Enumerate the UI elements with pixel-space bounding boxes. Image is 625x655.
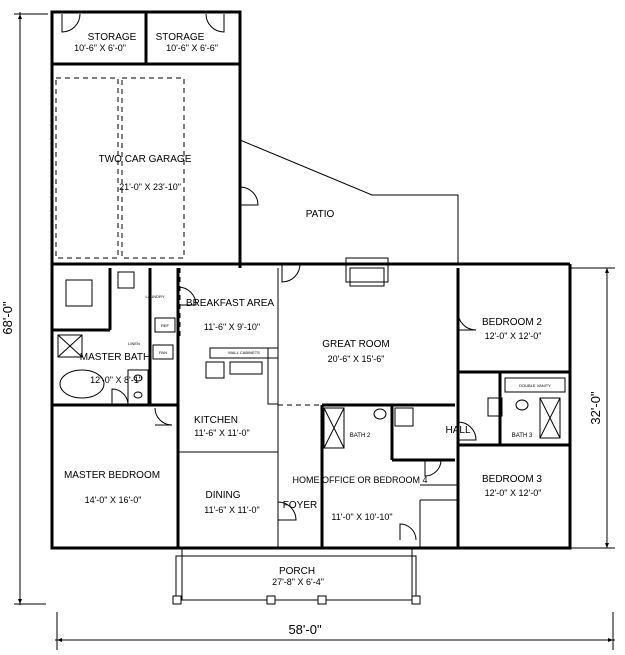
refrigerator-label: REF [161,323,170,328]
porch-name: PORCH [279,566,315,577]
kitchen-dim: 11'-6" X 11'-0" [194,428,250,438]
master-bath-fixtures [57,334,149,405]
bath-2-fixtures [323,407,414,449]
breakfast-dim: 11'-6" X 9'-10" [204,322,260,332]
storage-1-name: STORAGE [88,32,137,43]
storage-2-dim: 10'-6" X 6'-6" [166,43,218,53]
bath-3-name: BATH 3 [512,433,533,439]
door-swings [61,13,477,541]
wall-cabinets-label: WALL CABINETS [228,350,260,355]
double-vanity-label: DOUBLE VANITY [519,383,551,388]
home-office-dim: 11'-0" X 10'-10" [331,512,392,522]
patio-outline [239,139,459,264]
master-bedroom-dim: 14'-0" X 16'-0" [85,495,142,505]
foyer-name: FOYER [283,500,317,511]
storage-2-name: STORAGE [156,32,205,43]
refrigerator [154,317,176,333]
pantry-label: PAN [159,350,167,355]
bath-3-fixtures [487,377,566,439]
dashed-openings [55,77,322,406]
bedroom-3-dim: 12'-0" X 12'-0" [485,488,542,498]
great-room-name: GREAT ROOM [322,339,389,350]
great-room-dim: 20'-6" X 15'-6" [328,354,385,364]
kitchen-counters [205,347,279,405]
home-office-name: HOME OFFICE OR BEDROOM 4 [292,475,427,485]
patio-name: PATIO [306,209,335,220]
garage-dim: 21'-0" X 23'-10" [119,182,181,192]
washer [65,279,93,307]
exterior-walls [50,10,572,550]
bedroom-3-name: BEDROOM 3 [482,474,542,485]
breakfast-name: BREAKFAST AREA [186,298,275,309]
bedroom-2-dim: 12'-0" X 12'-0" [485,331,542,341]
overall-height-dimension: 68'-0" [0,301,15,335]
room-labels: STORAGE 10'-6" X 6'-0" STORAGE 10'-6" X … [64,32,543,587]
bedroom-2-name: BEDROOM 2 [482,317,542,328]
overall-width-dimension: 58'-0" [288,622,322,637]
linen-label: LINEN [128,341,140,346]
laundry-label: LAUNDRY [145,294,164,299]
dimension-lines [14,12,615,650]
pantry [152,344,174,360]
master-bath-dim: 12'-0" X 8'-1" [90,375,142,385]
house-depth-dimension: 32'-0" [588,391,603,425]
porch-columns [172,595,421,605]
dining-name: DINING [206,490,241,501]
dryer [117,271,135,289]
master-bedroom-name: MASTER BEDROOM [64,470,160,481]
dining-dim: 11'-6" X 11'-0" [204,505,260,515]
master-bath-name: MASTER BATH [80,352,150,363]
storage-1-dim: 10'-6" X 6'-0" [74,43,126,53]
kitchen-name: KITCHEN [194,415,238,426]
porch-dim: 27'-8" X 6'-4" [272,577,324,587]
hall-name: HALL [445,425,470,436]
fireplace-hearth [345,257,389,283]
garage-name: TWO CAR GARAGE [99,154,192,165]
porch-outline [175,555,417,601]
bath-2-name: BATH 2 [350,433,371,439]
